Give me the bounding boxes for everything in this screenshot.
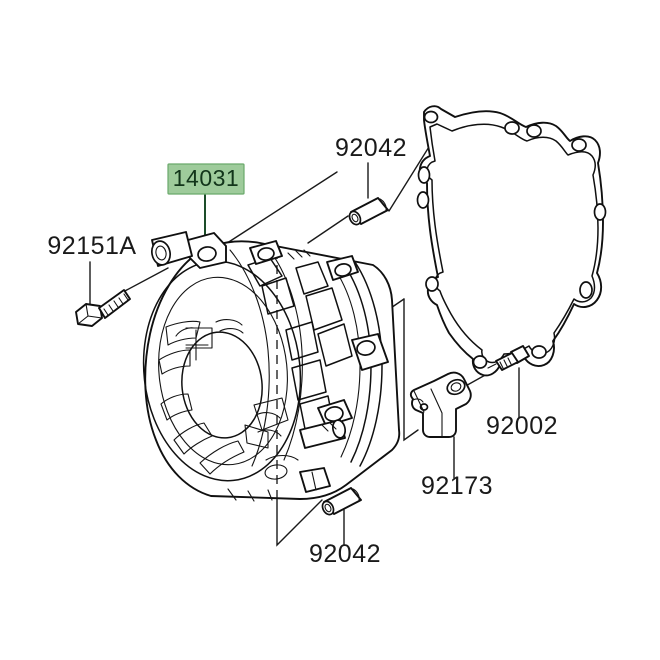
- cover-rib-2: [158, 349, 191, 375]
- cover-boss-top: [187, 232, 227, 269]
- cover-seam-1: [229, 249, 270, 467]
- bracket-fold-2: [413, 390, 425, 413]
- label-92042-bottom-text[interactable]: 92042: [309, 540, 381, 568]
- bolt-92151a-shank: [98, 289, 131, 319]
- bracket-eyelet-inner: [450, 382, 462, 392]
- dowel-upper-end-inner: [351, 213, 359, 223]
- cover-web-7: [291, 359, 327, 401]
- gasket-hole-9: [425, 276, 439, 292]
- label-14031-highlight-box: [167, 163, 245, 195]
- gasket-hole-3: [526, 124, 542, 138]
- gasket-part: [416, 105, 607, 377]
- cover-rib-3: [160, 393, 193, 421]
- cover-web-2: [261, 277, 295, 315]
- cover-boss-right-upper: [326, 255, 359, 281]
- cover-rib-4: [173, 422, 213, 455]
- leader-92151a-point: [122, 267, 169, 293]
- bolt-92002-tip: [487, 363, 497, 369]
- cover-web-5: [317, 323, 353, 367]
- cover-boss-rm-hole: [356, 340, 376, 356]
- bolt-92151a-threads: [103, 293, 129, 316]
- cover-bottom-lug-line: [311, 471, 317, 491]
- bolt-92151a-part: [75, 289, 131, 327]
- leader-92042-bottom-point: [276, 477, 323, 547]
- cover-side-tube-hole: [331, 419, 347, 439]
- bolt-92002-threads: [499, 357, 512, 369]
- cover-hatch-2: [321, 422, 337, 432]
- cover-hub-arc-c: [175, 327, 195, 337]
- label-92042-top-text[interactable]: 92042: [335, 134, 407, 162]
- cover-face-rim-inner: [158, 276, 288, 466]
- bracket-eyelet: [446, 378, 466, 396]
- dowel-pin-lower-part: [321, 487, 362, 516]
- label-14031-group[interactable]: 14031: [167, 163, 245, 195]
- cover-rib-5: [199, 440, 245, 475]
- leader-bracket-group: [403, 298, 419, 442]
- dowel-upper-far-end: [379, 198, 387, 211]
- cover-hub-cross: [185, 329, 209, 361]
- cover-hub-arc-b: [219, 328, 244, 334]
- cover-boss-left-hole: [150, 240, 172, 266]
- cover-inner-arc-1: [255, 412, 281, 419]
- label-92002-text[interactable]: 92002: [486, 412, 558, 440]
- cover-inner-step: [253, 397, 289, 431]
- cover-hub-bracket: [185, 327, 213, 349]
- cover-inner-step-2: [244, 424, 269, 449]
- dowel-lower-end-inner: [324, 503, 332, 513]
- gasket-hole-8: [472, 355, 488, 369]
- cover-inner-arc-3: [265, 454, 299, 461]
- cover-boss-right-lower: [317, 399, 353, 427]
- cover-boss-ru-hole: [334, 263, 352, 277]
- clamp-bracket-part: [409, 371, 472, 438]
- gasket-hole-7: [531, 345, 547, 359]
- gasket-hole-4: [571, 138, 587, 152]
- label-14031-text: 14031: [173, 165, 239, 191]
- cover-flange-band-outer: [354, 261, 383, 467]
- gasket-outer-contour: [418, 105, 604, 377]
- cover-bottom-lug: [299, 467, 331, 493]
- label-92151a-text[interactable]: 92151A: [47, 232, 136, 260]
- cover-web-6: [285, 321, 319, 361]
- gasket-hole-11: [417, 166, 431, 184]
- leader-92042-top-point: [307, 215, 349, 244]
- bolt-92002-part: [487, 345, 530, 371]
- leader-14031-diagonal: [220, 171, 338, 248]
- gasket-hole-5: [593, 203, 607, 221]
- cover-web-3: [295, 261, 329, 295]
- cover-boss-ur-hole: [257, 247, 275, 261]
- gasket-hole-10: [416, 191, 430, 209]
- dowel-lower-far-end: [352, 488, 360, 501]
- part-number-labels: 14031 92151A 92042 92042 92002 92173: [47, 134, 558, 568]
- cover-seam-2: [267, 247, 303, 461]
- gasket-hole-2: [504, 121, 520, 135]
- dowel-pin-upper-part: [348, 197, 389, 226]
- bracket-notch: [412, 398, 424, 403]
- generator-cover-part: [142, 231, 401, 502]
- cover-hatch-1: [287, 249, 311, 260]
- bracket-fold-1: [430, 388, 443, 438]
- cover-boss-left-hole-inner: [155, 245, 167, 261]
- label-92173-text[interactable]: 92173: [421, 472, 493, 500]
- cover-hub-arc-a: [215, 319, 243, 326]
- cover-bottom-lugs: [227, 488, 273, 502]
- cover-bore: [181, 331, 263, 439]
- cover-boss-left: [150, 231, 193, 267]
- cover-boss-upper-right: [249, 240, 283, 265]
- cover-inner-arc-2: [257, 429, 282, 437]
- gasket-hole-1: [423, 110, 439, 124]
- cover-boss-right-mid: [351, 333, 389, 371]
- gasket-hole-6: [579, 281, 593, 299]
- cover-web-4: [305, 287, 343, 331]
- bolt-92151a-head-edge: [77, 303, 103, 325]
- cover-boss-top-hole: [197, 246, 217, 262]
